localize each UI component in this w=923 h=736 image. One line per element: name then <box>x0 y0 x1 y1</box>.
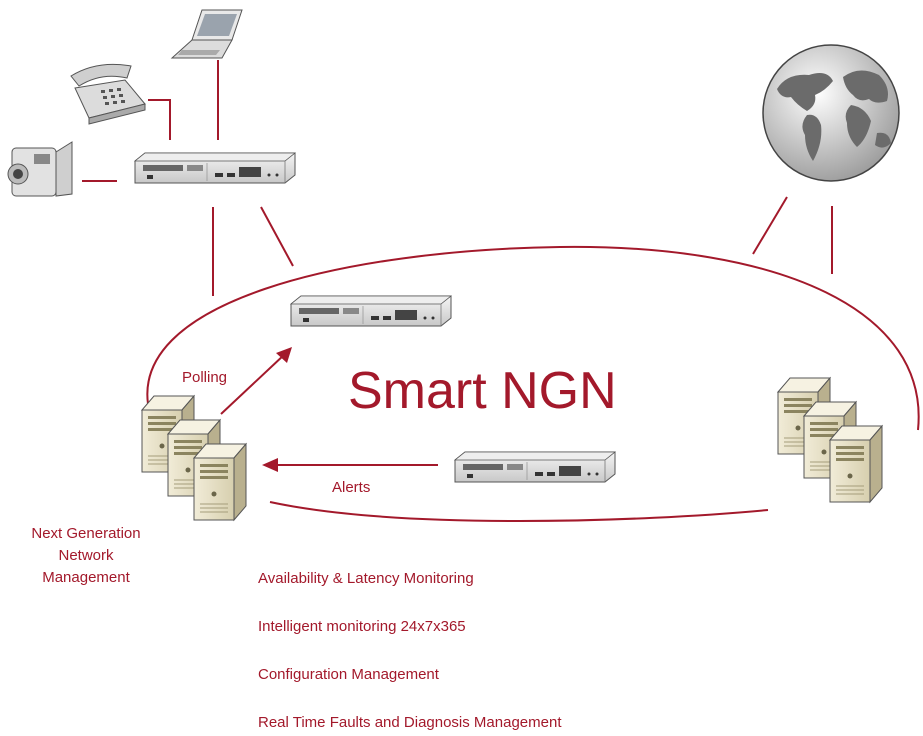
network-ring-bottom <box>269 501 769 522</box>
telephone-icon <box>70 63 146 125</box>
connector-lines <box>82 60 833 296</box>
feature-item: Real Time Faults and Diagnosis Managemen… <box>258 714 562 731</box>
polling-label: Polling <box>182 369 227 386</box>
server-cluster-icon <box>778 378 882 502</box>
router-icon <box>454 451 616 483</box>
nms-label-line1: Next Generation <box>31 525 140 542</box>
laptop-icon <box>170 9 243 59</box>
feature-item: Intelligent monitoring 24x7x365 <box>258 618 466 635</box>
video-camera-icon <box>7 141 73 197</box>
network-ring <box>146 245 920 431</box>
alerts-label: Alerts <box>332 479 370 496</box>
alerts-arrow <box>262 458 438 472</box>
nms-label-line2: Network <box>58 547 114 564</box>
polling-arrow <box>220 347 292 415</box>
feature-item: Availability & Latency Monitoring <box>258 570 474 587</box>
server-cluster-icon <box>142 396 246 520</box>
globe-icon <box>762 44 900 182</box>
diagram-title: Smart NGN <box>348 362 617 420</box>
router-icon <box>290 295 452 327</box>
feature-item: Configuration Management <box>258 666 440 683</box>
nms-label-line3: Management <box>42 569 130 586</box>
router-icon <box>134 152 296 184</box>
